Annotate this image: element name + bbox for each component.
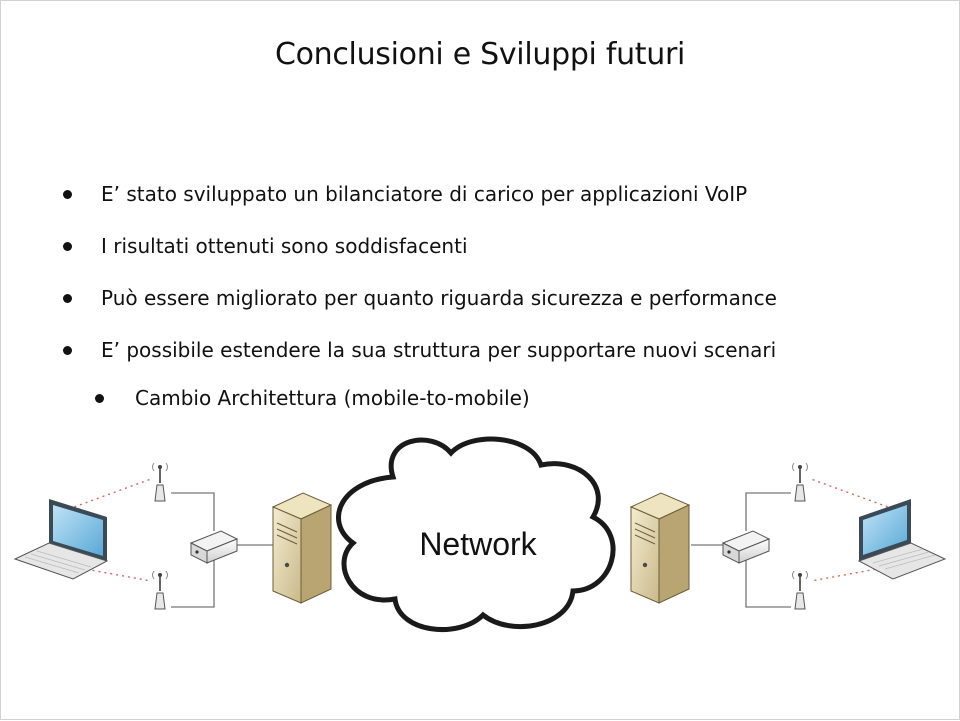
bullet-text: E’ possibile estendere la sua struttura …	[101, 338, 777, 362]
wireless-links	[62, 478, 900, 582]
server-icon	[629, 492, 691, 604]
router-icon	[721, 530, 771, 564]
laptop-icon	[13, 499, 109, 580]
left-links	[171, 492, 275, 608]
server-icon	[271, 492, 333, 604]
antenna-icon	[152, 462, 168, 502]
bullet-dot	[95, 393, 104, 403]
bullet-dot	[63, 345, 72, 355]
antenna-icon	[152, 570, 168, 610]
network-label: Network	[419, 526, 537, 562]
router-icon	[189, 530, 239, 564]
antenna-icon	[792, 570, 808, 610]
bullet-dot	[63, 241, 72, 251]
antenna-icon	[792, 462, 808, 502]
bullet-dot	[63, 189, 72, 199]
cloud-icon: Network	[335, 436, 616, 633]
bullet-text: Cambio Architettura (mobile-to-mobile)	[135, 386, 530, 410]
laptop-icon	[857, 499, 947, 580]
bullet-dot	[63, 293, 72, 303]
bullet-text: E’ stato sviluppato un bilanciatore di c…	[101, 182, 748, 206]
right-links	[691, 492, 791, 608]
network-diagram: Network	[13, 436, 947, 633]
slide-title: Conclusioni e Sviluppi futuri	[274, 37, 686, 72]
bullet-text: Può essere migliorato per quanto riguard…	[101, 286, 777, 310]
bullet-text: I risultati ottenuti sono soddisfacenti	[101, 234, 468, 258]
